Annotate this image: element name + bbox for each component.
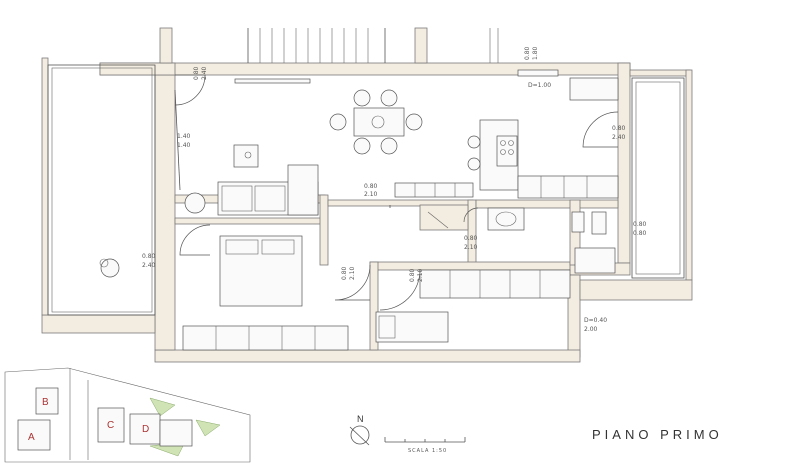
- dim-top-window-height: 2.40: [201, 66, 208, 80]
- terrace-table: [99, 258, 120, 278]
- unit-d-label: D: [142, 424, 149, 435]
- dim-bedroom-window-height: 2.40: [142, 262, 156, 269]
- dim-bedroom-door-height: 2.10: [349, 266, 356, 280]
- bathroom-fixtures: [427, 207, 616, 274]
- dim-room2-window-height: 2.00: [584, 326, 598, 333]
- living-furniture: [184, 69, 619, 216]
- unit-b-label: B: [42, 397, 49, 408]
- dimension-labels: 1.40 1.40 0.80 2.40 0.80 1.80 D=1.00 0.8…: [142, 46, 647, 333]
- scale-bar: SCALA 1:50: [384, 437, 466, 454]
- plan-title: PIANO PRIMO: [592, 427, 723, 442]
- dim-top-right-width: 0.80: [524, 46, 531, 60]
- dim-d-label: D=1.00: [528, 82, 551, 89]
- dim-living-window-width: 1.40: [177, 133, 191, 140]
- dim-bedroom-window-width: 0.80: [142, 253, 156, 260]
- scale-label: SCALA 1:50: [408, 448, 447, 454]
- dim-closet-height: 2.10: [464, 244, 478, 251]
- terraces: [47, 64, 685, 316]
- dim-bath-width: 0.80: [633, 221, 647, 228]
- unit-a-label: A: [28, 432, 35, 443]
- dim-room2-window-width: D=0.40: [584, 317, 607, 324]
- dim-room2-door-width: 0.80: [409, 268, 416, 282]
- north-arrow: N: [349, 414, 370, 446]
- north-label: N: [357, 414, 364, 424]
- dim-living-window-height: 1.40: [177, 142, 191, 149]
- dim-bath-height: 0.80: [633, 230, 647, 237]
- dim-kitchen-height: 2.40: [612, 134, 626, 141]
- walls: [41, 27, 693, 363]
- doors: [174, 74, 619, 311]
- dim-hall-door-height: 2.10: [364, 191, 378, 198]
- dim-closet-width: 0.80: [464, 235, 478, 242]
- bedroom-furniture: [182, 235, 571, 351]
- dim-room2-door-height: 2.10: [417, 268, 424, 282]
- staircase: [247, 28, 499, 63]
- dim-bedroom-door-width: 0.80: [341, 266, 348, 280]
- key-map: A B C D: [4, 367, 251, 463]
- unit-c-label: C: [107, 420, 114, 431]
- dim-top-window-width: 0.80: [193, 66, 200, 80]
- dim-hall-door-width: 0.80: [364, 183, 378, 190]
- dim-top-right-height: 1.80: [532, 46, 539, 60]
- dim-kitchen-width: 0.80: [612, 125, 626, 132]
